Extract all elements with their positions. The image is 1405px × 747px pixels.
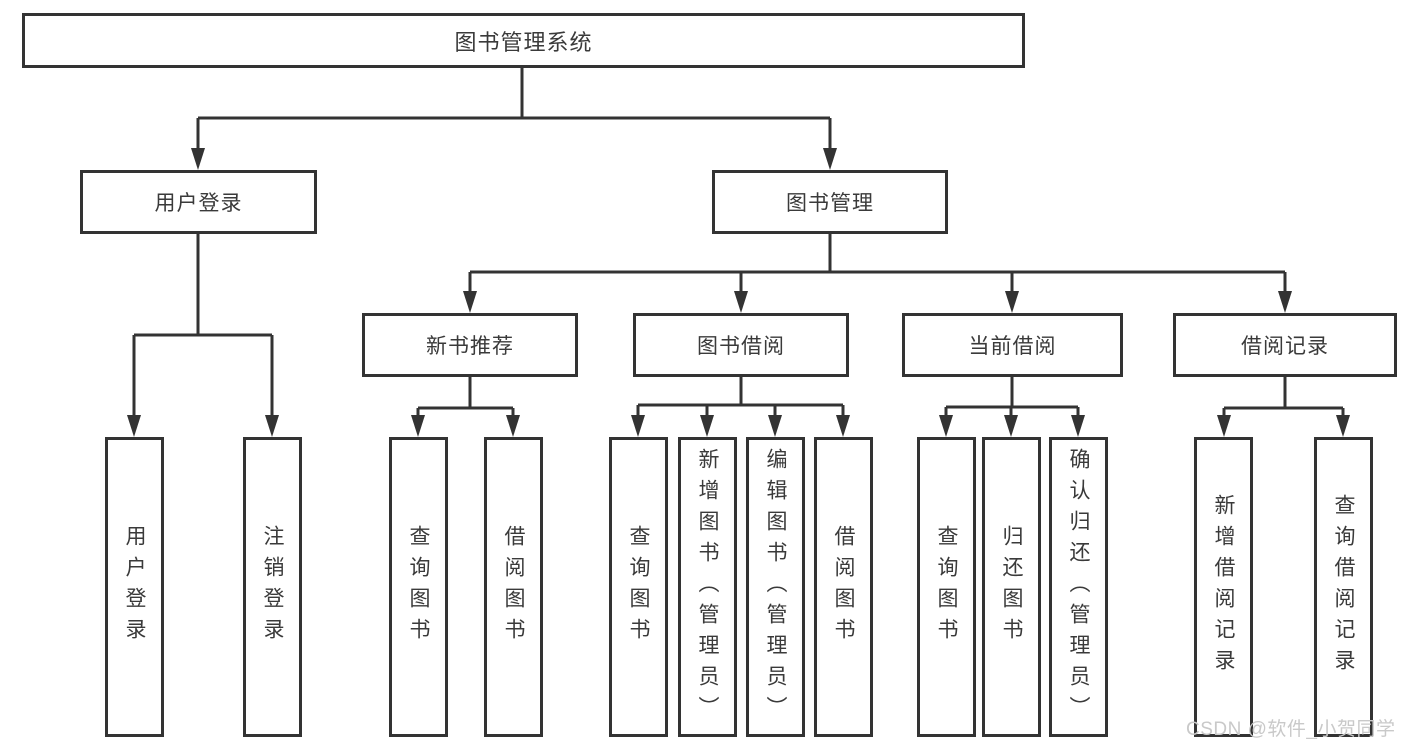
leaf-label: 查询图书	[627, 525, 651, 649]
leaf-label: 新增图书（管理员）	[696, 447, 720, 727]
leaf-logout: 注销登录	[243, 437, 302, 737]
leaf-add-book-admin: 新增图书（管理员）	[678, 437, 737, 737]
node-book-borrowing: 图书借阅	[633, 313, 849, 377]
leaf-label: 新增借阅记录	[1212, 494, 1236, 680]
arrow-down-icon	[823, 148, 837, 170]
node-label: 图书管理系统	[454, 29, 593, 55]
leaf-borrow-books: 借阅图书	[814, 437, 873, 737]
node-label: 图书管理	[786, 192, 874, 215]
node-book-management: 图书管理	[712, 170, 948, 234]
leaf-confirm-return-admin: 确认归还（管理员）	[1049, 437, 1108, 737]
arrow-down-icon	[1217, 415, 1231, 437]
leaf-label: 归还图书	[1000, 525, 1024, 649]
node-label: 用户登录	[154, 192, 243, 215]
arrow-down-icon	[631, 415, 645, 437]
leaf-user-login: 用户登录	[105, 437, 164, 737]
leaf-query-books: 查询图书	[917, 437, 976, 737]
leaf-query-borrow-record: 查询借阅记录	[1314, 437, 1373, 737]
leaf-label: 查询图书	[935, 525, 959, 649]
leaf-label: 借阅图书	[832, 525, 856, 649]
arrow-down-icon	[939, 415, 953, 437]
node-label: 借阅记录	[1241, 335, 1329, 358]
watermark: CSDN @软件_小贺同学	[1186, 719, 1396, 740]
arrow-down-icon	[768, 415, 782, 437]
leaf-query-books: 查询图书	[389, 437, 448, 737]
leaf-label: 用户登录	[123, 525, 147, 649]
arrow-down-icon	[836, 415, 850, 437]
leaf-edit-book-admin: 编辑图书（管理员）	[746, 437, 805, 737]
arrow-down-icon	[700, 415, 714, 437]
arrow-down-icon	[734, 291, 748, 313]
leaf-query-books: 查询图书	[609, 437, 668, 737]
arrow-down-icon	[191, 148, 205, 170]
arrow-down-icon	[1005, 291, 1019, 313]
arrow-down-icon	[411, 415, 425, 437]
arrow-down-icon	[1071, 415, 1085, 437]
node-label: 图书借阅	[697, 335, 785, 358]
node-new-book-recommendation: 新书推荐	[362, 313, 578, 377]
leaf-add-borrow-record: 新增借阅记录	[1194, 437, 1253, 737]
leaf-return-books: 归还图书	[982, 437, 1041, 737]
arrow-down-icon	[1278, 291, 1292, 313]
node-borrowing-records: 借阅记录	[1173, 313, 1397, 377]
arrow-down-icon	[463, 291, 477, 313]
leaf-label: 注销登录	[261, 525, 285, 649]
arrow-down-icon	[127, 415, 141, 437]
node-user-login: 用户登录	[80, 170, 317, 234]
node-label: 当前借阅	[968, 335, 1057, 358]
arrow-down-icon	[506, 415, 520, 437]
node-library-management-system: 图书管理系统	[22, 13, 1025, 68]
leaf-label: 确认归还（管理员）	[1067, 447, 1091, 727]
arrow-down-icon	[1004, 415, 1018, 437]
arrow-down-icon	[1336, 415, 1350, 437]
leaf-borrow-books: 借阅图书	[484, 437, 543, 737]
node-current-borrowing: 当前借阅	[902, 313, 1123, 377]
leaf-label: 编辑图书（管理员）	[764, 447, 788, 727]
leaf-label: 借阅图书	[502, 525, 526, 649]
leaf-label: 查询借阅记录	[1332, 494, 1356, 680]
leaf-label: 查询图书	[407, 525, 431, 649]
arrow-down-icon	[265, 415, 279, 437]
connector-strokes	[132, 68, 1345, 419]
arrowheads	[127, 148, 1350, 437]
node-label: 新书推荐	[426, 335, 514, 358]
